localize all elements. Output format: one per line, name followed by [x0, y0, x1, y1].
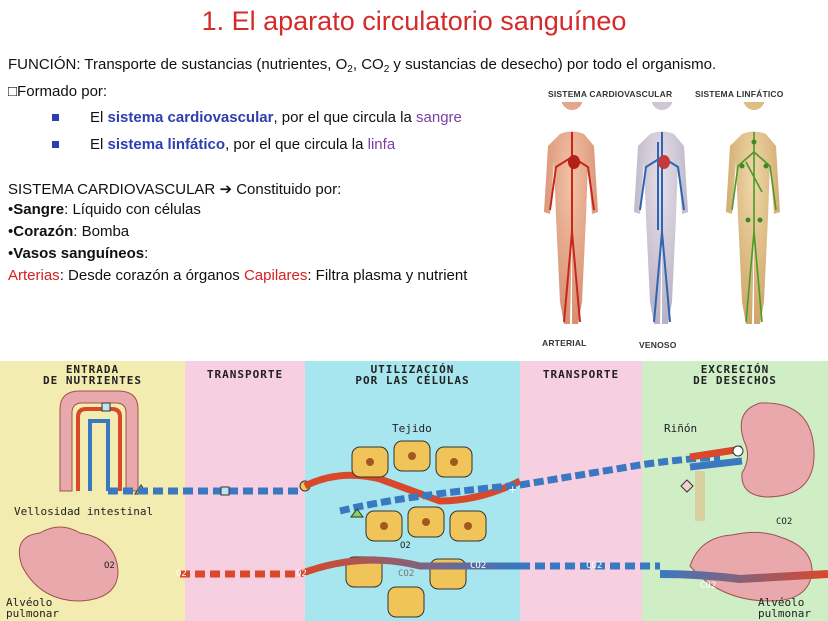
bullet-pre: El — [90, 136, 108, 153]
kidney — [680, 402, 815, 521]
label-o2-vessel: O2 — [176, 569, 187, 579]
arterias-term: Arterias — [8, 267, 60, 284]
item-text: : — [144, 245, 149, 262]
arrow-right-icon: ➔ — [219, 181, 233, 198]
cardio-item-vasos: •Vasos sanguíneos: — [8, 245, 148, 262]
funcion-text-2: , CO — [352, 56, 384, 73]
label-sistema-linfatico: SISTEMA LINFÁTICO — [695, 89, 784, 99]
item-term: Vasos sanguíneos — [13, 245, 145, 262]
label-alveolo-right: Alvéolo pulmonar — [758, 597, 811, 619]
label-co2-top: CO2 — [776, 517, 793, 527]
header-entrada-line1: ENTRADA — [65, 363, 120, 376]
item-text: : Líquido con células — [64, 201, 201, 218]
header-util-line2: POR LAS CÉLULAS — [355, 374, 470, 387]
item-term: Corazón — [13, 223, 74, 240]
label-alveolo-left-2: pulmonar — [6, 607, 59, 620]
label-arterial: ARTERIAL — [542, 338, 587, 348]
label-sistema-cardiovascular: SISTEMA CARDIOVASCULAR — [548, 89, 673, 99]
arterial-figure — [544, 102, 598, 324]
intestinal-villus — [59, 390, 148, 495]
funcion-line: FUNCIÓN: Transporte de sustancias (nutri… — [8, 56, 716, 75]
label-o2-lung: O2 — [104, 561, 115, 571]
bullet-mid: , por el que circula la — [273, 109, 417, 126]
tissue-cells — [345, 440, 487, 618]
bullet-square-icon — [52, 114, 59, 121]
human-figures-image — [544, 102, 780, 324]
transport-diagram: ENTRADA DE NUTRIENTES TRANSPORTE UTILIZA… — [0, 361, 828, 621]
label-alveolo-right-1: Alvéolo — [758, 596, 805, 609]
header-utilizacion: UTILIZACIÓN POR LAS CÉLULAS — [305, 364, 520, 386]
header-excr-line1: EXCRECIÓN — [700, 363, 770, 376]
header-entrada: ENTRADA DE NUTRIENTES — [0, 364, 185, 386]
formado-line: □Formado por: — [8, 83, 108, 100]
bullet-mid: , por el que circula la — [225, 136, 368, 153]
bullet-dot: • — [8, 201, 14, 218]
column-transporte-b — [520, 361, 642, 621]
funcion-sub-1: 2 — [347, 64, 353, 75]
diagram-graphics: + — [2, 390, 828, 618]
funcion-sub-2: 2 — [383, 64, 390, 75]
header-transporte-a: TRANSPORTE — [206, 368, 284, 381]
plus-icon: + — [508, 483, 517, 496]
header-excr-line2: DE DESECHOS — [693, 374, 777, 387]
bullet-cardiovascular: El sistema cardiovascular, por el que ci… — [90, 109, 462, 126]
bullet-term: sistema cardiovascular — [107, 109, 274, 126]
capilares-term: Capilares — [243, 267, 308, 284]
item-text: : Bomba — [73, 223, 130, 240]
label-alveolo-left: Alvéolo pulmonar — [6, 597, 59, 619]
cardio-item-sangre: •Sangre: Líquido con células — [8, 201, 201, 218]
label-o2-vessel-b: O2 — [296, 569, 307, 579]
body-systems-illustration: SISTEMA CARDIOVASCULAR SISTEMA LINFÁTICO — [522, 84, 822, 354]
cardio-heading-rest: Constituido por: — [232, 181, 342, 198]
cardio-item-corazon: •Corazón: Bomba — [8, 223, 129, 240]
bullet-fluid: sangre — [416, 109, 462, 126]
label-co2-lung: CO2 — [700, 581, 717, 591]
page-title: 1. El aparato circulatorio sanguíneo — [201, 6, 627, 36]
label-o2-cells: O2 — [400, 541, 411, 551]
header-transporte-b: TRANSPORTE — [542, 368, 620, 381]
bullet-pre: El — [90, 109, 108, 126]
label-co2-vessel-b: CO2 — [586, 561, 603, 571]
lung-right — [659, 531, 828, 602]
venous-figure — [634, 102, 688, 324]
item-term: Sangre — [13, 201, 65, 218]
bullet-linfatico: El sistema linfático, por el que circula… — [90, 136, 395, 153]
header-excrecion: EXCRECIÓN DE DESECHOS — [642, 364, 828, 386]
bullet-fluid: linfa — [367, 136, 396, 153]
label-venoso: VENOSO — [639, 340, 677, 350]
bullet-square-icon — [52, 141, 59, 148]
label-rinon: Riñón — [664, 422, 698, 435]
cardio-heading: SISTEMA CARDIOVASCULAR ➔ Constituido por… — [8, 180, 341, 198]
lymphatic-figure — [726, 102, 780, 324]
label-vellosidad: Vellosidad intestinal — [14, 505, 154, 518]
bullet-dot: • — [8, 223, 14, 240]
label-tejido: Tejido — [392, 422, 432, 435]
bullet-term: sistema linfático — [107, 136, 226, 153]
funcion-text-1: FUNCIÓN: Transporte de sustancias (nutri… — [8, 56, 348, 73]
header-util-line1: UTILIZACIÓN — [370, 363, 455, 376]
label-co2-cells: CO2 — [398, 569, 415, 579]
label-co2-vessel: CO2 — [470, 561, 487, 571]
label-alveolo-right-2: pulmonar — [758, 607, 811, 620]
label-alveolo-left-1: Alvéolo — [6, 596, 53, 609]
bullet-dot: • — [8, 245, 14, 262]
cardio-heading-text: SISTEMA CARDIOVASCULAR — [8, 181, 216, 198]
header-entrada-line2: DE NUTRIENTES — [42, 374, 143, 387]
vessel-types-line: Arterias: Desde corazón a órganos Capila… — [8, 267, 520, 284]
lung-left — [2, 526, 180, 602]
funcion-text-3: y sustancias de desecho) por todo el org… — [389, 56, 717, 73]
arterias-text: : Desde corazón a órganos — [59, 267, 244, 284]
capilares-text: : Filtra plasma y nutrient — [307, 267, 468, 284]
